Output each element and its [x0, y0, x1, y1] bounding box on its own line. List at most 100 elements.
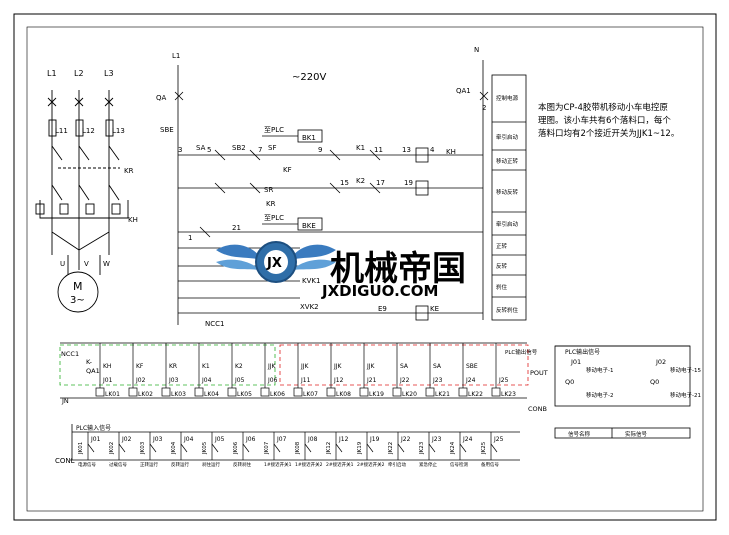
function-cell-8: 刹住	[496, 283, 508, 291]
control-wire-9: 9	[318, 146, 322, 154]
plc-input-num: J06	[245, 436, 256, 443]
motor-power-circuit	[35, 90, 129, 313]
control-voltage: ~220V	[292, 72, 326, 83]
plc-right-title: PLC输出信号	[565, 348, 600, 356]
plc-input-contact	[87, 443, 95, 453]
plc-input-term: JK03	[140, 441, 146, 455]
plc-output-contact: KH	[103, 363, 111, 370]
phase-label-l2: L2	[74, 69, 84, 78]
plc-output-num: J05	[234, 377, 245, 384]
plc-input-num: J05	[214, 436, 225, 443]
plc-output-row	[59, 342, 691, 439]
plc-output-terminal-label: LK23	[501, 391, 516, 398]
function-cell-4: 移动反转	[496, 188, 519, 196]
function-table-text: 控制电源 牵引启动 移动正转 移动反转 牵引启动 正转 反转 刹住 反转刹住	[496, 94, 519, 314]
control-sr: SR	[264, 186, 273, 194]
control-wire-15: 15	[340, 179, 349, 187]
control-wire-4: 4	[430, 146, 435, 154]
plc-output-labels: NCC1 QA1 K- JN POUT CONB PLC输出信号 PLC输出信号…	[61, 348, 701, 438]
phase-label-l1: L1	[47, 69, 57, 78]
plc-right-text-1: 移动电子-1	[586, 366, 613, 374]
plc-input-contact	[118, 443, 126, 453]
plc-output-contact: SA	[400, 363, 409, 370]
plc-input-num: J19	[369, 436, 380, 443]
plc-output-terminal	[458, 387, 468, 397]
plc-output-contact: K2	[235, 363, 243, 370]
plc-output-terminal-label: LK19	[369, 391, 384, 398]
plc-input-desc: 刹住运行	[202, 461, 220, 468]
plc-output-terminals: LK01J01KHLK02J02KFLK03J03KRLK04J04K1LK05…	[95, 343, 516, 398]
plc-qa-label: QA1	[86, 367, 100, 375]
plc-input-num: J02	[121, 436, 132, 443]
plc-output-terminal	[128, 387, 138, 397]
plc-input-desc: 2#接近开关1	[326, 461, 354, 468]
plc-output-terminal-label: LK22	[468, 391, 483, 398]
plc-output-terminal	[359, 387, 369, 397]
plc-input-term: JK01	[78, 442, 84, 455]
plc-input-term: JK23	[419, 441, 425, 455]
control-wire-2: 2	[482, 104, 486, 112]
control-qa: QA	[156, 94, 167, 102]
plc-output-num: J11	[300, 377, 311, 384]
control-k1: K1	[356, 144, 365, 152]
control-n: N	[474, 46, 479, 54]
control-wire-7: 7	[258, 146, 262, 154]
control-bke: BKE	[302, 222, 316, 230]
plc-output-terminal	[293, 387, 303, 397]
plc-input-contact	[242, 443, 250, 453]
control-plc-note2: 至PLC	[264, 214, 284, 222]
watermark-chinese: 机械帝国	[330, 249, 466, 289]
motor-symbol-top: M	[73, 280, 83, 293]
motor-u-label: U	[60, 260, 65, 268]
plc-output-terminal-label: LK08	[336, 391, 351, 398]
control-wire-11: 11	[374, 146, 383, 154]
control-wire-17: 17	[376, 179, 385, 187]
description-note: 本图为CP-4胶带机移动小车电控原 理图。该小车共有6个落料口，每个 落料口均有…	[538, 102, 679, 139]
plc-output-terminal-label: LK05	[237, 391, 252, 398]
plc-input-desc: 电源信号	[78, 461, 96, 468]
plc-pout-label: POUT	[530, 369, 548, 377]
motor-power-labels: L1 L2 L3 L11 L12 L13 KR KH U V W M 3~	[47, 69, 138, 306]
plc-output-num: J03	[168, 377, 179, 384]
control-ke: KE	[430, 305, 439, 313]
plc-right-text-4: 移动电子-21	[670, 391, 701, 399]
plc-input-contact	[211, 443, 219, 453]
plc-ncc-label: NCC1	[61, 350, 79, 358]
plc-input-desc: 备用信号	[481, 461, 499, 468]
function-cell-9: 反转刹住	[496, 306, 519, 314]
plc-input-contact	[428, 443, 436, 453]
plc-output-contact: KF	[136, 363, 144, 370]
plc-output-terminal	[227, 387, 237, 397]
plc-output-terminal	[392, 387, 402, 397]
plc-input-desc: 2#接近开关2	[357, 461, 385, 468]
control-xvk2: XVK2	[300, 303, 319, 311]
plc-input-contact	[490, 443, 498, 453]
plc-input-contact	[366, 443, 374, 453]
control-kh: KH	[446, 148, 456, 156]
plc-input-term: JK04	[171, 441, 177, 455]
plc-input-term: JK06	[233, 441, 239, 455]
control-wire-21: 21	[232, 224, 241, 232]
motor-kr-label: KR	[124, 167, 134, 175]
plc-output-terminal	[260, 387, 270, 397]
control-sb2: SB2	[232, 144, 246, 152]
plc-input-num: J07	[276, 436, 287, 443]
plc-output-terminal	[425, 387, 435, 397]
plc-input-num: J12	[338, 436, 349, 443]
control-kvk1: KVK1	[302, 277, 320, 285]
note-line-3: 落料口均有2个接近开关为JJK1~12。	[538, 128, 679, 139]
function-cell-1: 控制电源	[496, 94, 519, 102]
control-circuit-labels: ~220V L1 N QA QA1 SBE SA SB2 SF SR KF KR…	[156, 46, 486, 328]
plc-output-terminal	[326, 387, 336, 397]
plc-input-num: J24	[462, 436, 473, 443]
plc-right-num-1: J01	[570, 358, 581, 366]
plc-input-term: JK08	[295, 441, 301, 455]
plc-output-contact: JJK	[300, 363, 310, 370]
plc-output-num: J21	[366, 377, 377, 384]
plc-input-title: PLC输入信号	[76, 424, 111, 432]
plc-input-num: J08	[307, 436, 318, 443]
function-cell-7: 反转	[496, 262, 508, 270]
plc-output-num: J25	[498, 377, 509, 384]
plc-input-term: JK02	[109, 442, 115, 455]
